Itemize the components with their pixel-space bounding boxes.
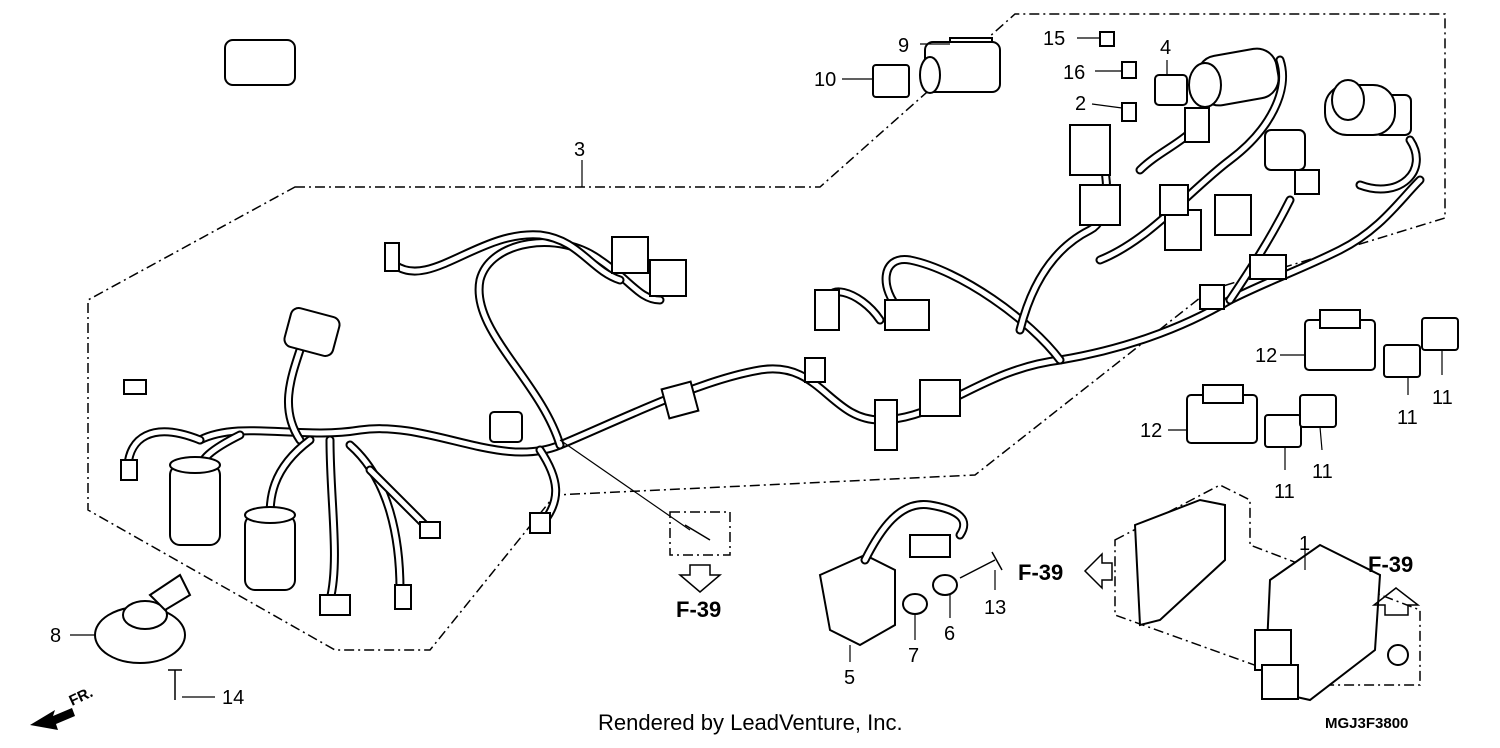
- reference-label-left: F-39: [1018, 560, 1063, 585]
- callout-11-a: 11: [1397, 407, 1418, 429]
- item-11-relay-4: [1299, 394, 1337, 428]
- item-12-relay-lower: [1186, 384, 1258, 444]
- item-6-part: [932, 574, 958, 596]
- callout-7: 7: [908, 645, 919, 667]
- harness-boundary: [87, 13, 1446, 651]
- callout-5: 5: [844, 667, 855, 689]
- callout-4: 4: [1160, 37, 1171, 59]
- front-direction-arrow-icon: [30, 708, 75, 730]
- callout-11-c: 11: [1274, 481, 1295, 503]
- item-14-bolt: [168, 669, 182, 700]
- callout-9: 9: [898, 35, 909, 57]
- item-13-bolt: [959, 551, 1003, 579]
- fastener-dashed-box: [669, 511, 731, 556]
- diagram-code: MGJ3F3800: [1325, 715, 1408, 732]
- leader-lines: [70, 37, 1443, 698]
- callout-13: 13: [984, 597, 1006, 619]
- harness-connectors: [120, 94, 1412, 616]
- item-11-relay-3: [1264, 414, 1302, 448]
- callout-1: 1: [1299, 533, 1310, 555]
- arrow-down-icon: [677, 564, 723, 593]
- item-1-dashed-box: [1114, 484, 1421, 686]
- item-2-part: [1121, 102, 1137, 122]
- item-8-horn: [94, 573, 192, 664]
- item-15-part: [1099, 31, 1115, 47]
- arrow-up-icon: [1371, 587, 1421, 616]
- callout-3: 3: [574, 139, 585, 161]
- fastener-bolt: [684, 524, 711, 541]
- item-16-part: [1121, 61, 1137, 79]
- main-wire-harness: [123, 55, 1425, 605]
- item-10-part: [872, 64, 910, 98]
- callout-14: 14: [222, 687, 244, 709]
- front-direction-label: FR.: [67, 684, 96, 710]
- item-1-regulator: [1133, 498, 1409, 702]
- callout-16: 16: [1063, 62, 1085, 84]
- arrow-left-icon: [1083, 552, 1113, 590]
- item-9-body: [919, 41, 1001, 94]
- item-12-relay-upper: [1304, 309, 1376, 371]
- callout-12-b: 12: [1140, 420, 1162, 442]
- item-4-part: [1154, 47, 1396, 136]
- callout-8: 8: [50, 625, 61, 647]
- reference-label-bottom: F-39: [676, 597, 721, 622]
- item-5-part: [818, 499, 969, 647]
- callout-12-a: 12: [1255, 345, 1277, 367]
- callout-6: 6: [944, 623, 955, 645]
- credit-text: Rendered by LeadVenture, Inc.: [598, 710, 903, 735]
- callout-10: 10: [814, 69, 836, 91]
- callout-15: 15: [1043, 28, 1065, 50]
- reference-label-right: F-39: [1368, 552, 1413, 577]
- item-7-part: [902, 593, 928, 615]
- item-11-relay-1: [1383, 344, 1421, 378]
- callout-11-b: 11: [1432, 387, 1453, 409]
- item-11-relay-2: [1421, 317, 1459, 351]
- callout-2: 2: [1075, 93, 1086, 115]
- callout-11-d: 11: [1312, 461, 1333, 483]
